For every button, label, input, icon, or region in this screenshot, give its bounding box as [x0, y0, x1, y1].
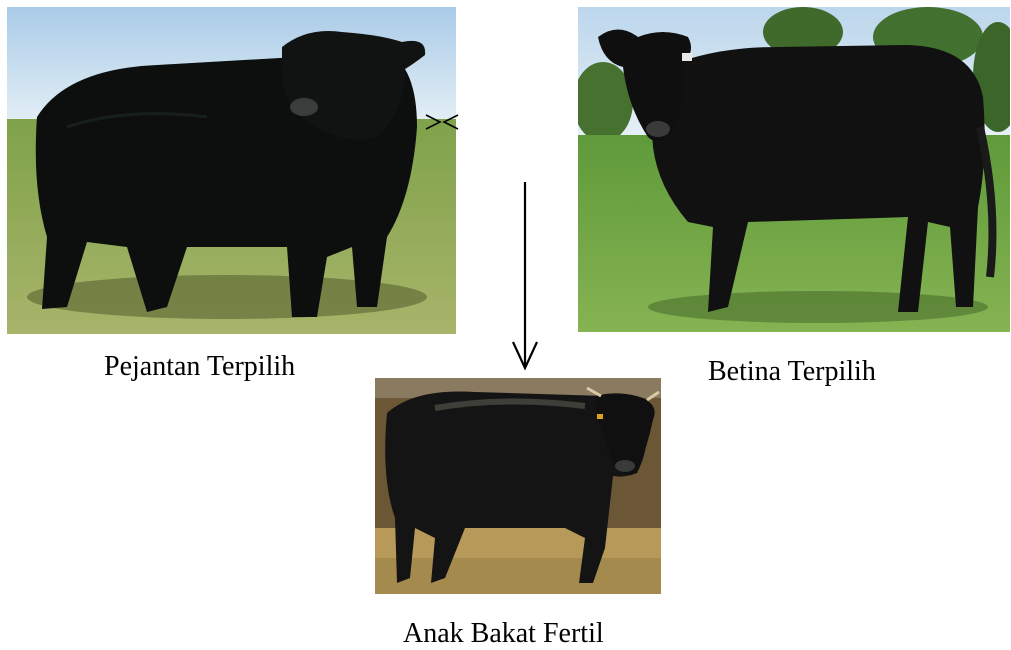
cross-symbol [424, 112, 460, 132]
down-arrow-icon [505, 180, 545, 372]
female-caption: Betina Terpilih [708, 356, 876, 388]
bull-image [7, 7, 456, 334]
bull-photo [7, 7, 456, 334]
offspring-caption: Anak Bakat Fertil [403, 618, 604, 650]
cow-photo [578, 7, 1010, 332]
calf-photo [375, 378, 661, 594]
cow-image [578, 7, 1010, 332]
male-caption: Pejantan Terpilih [104, 351, 295, 383]
calf-image [375, 378, 661, 594]
